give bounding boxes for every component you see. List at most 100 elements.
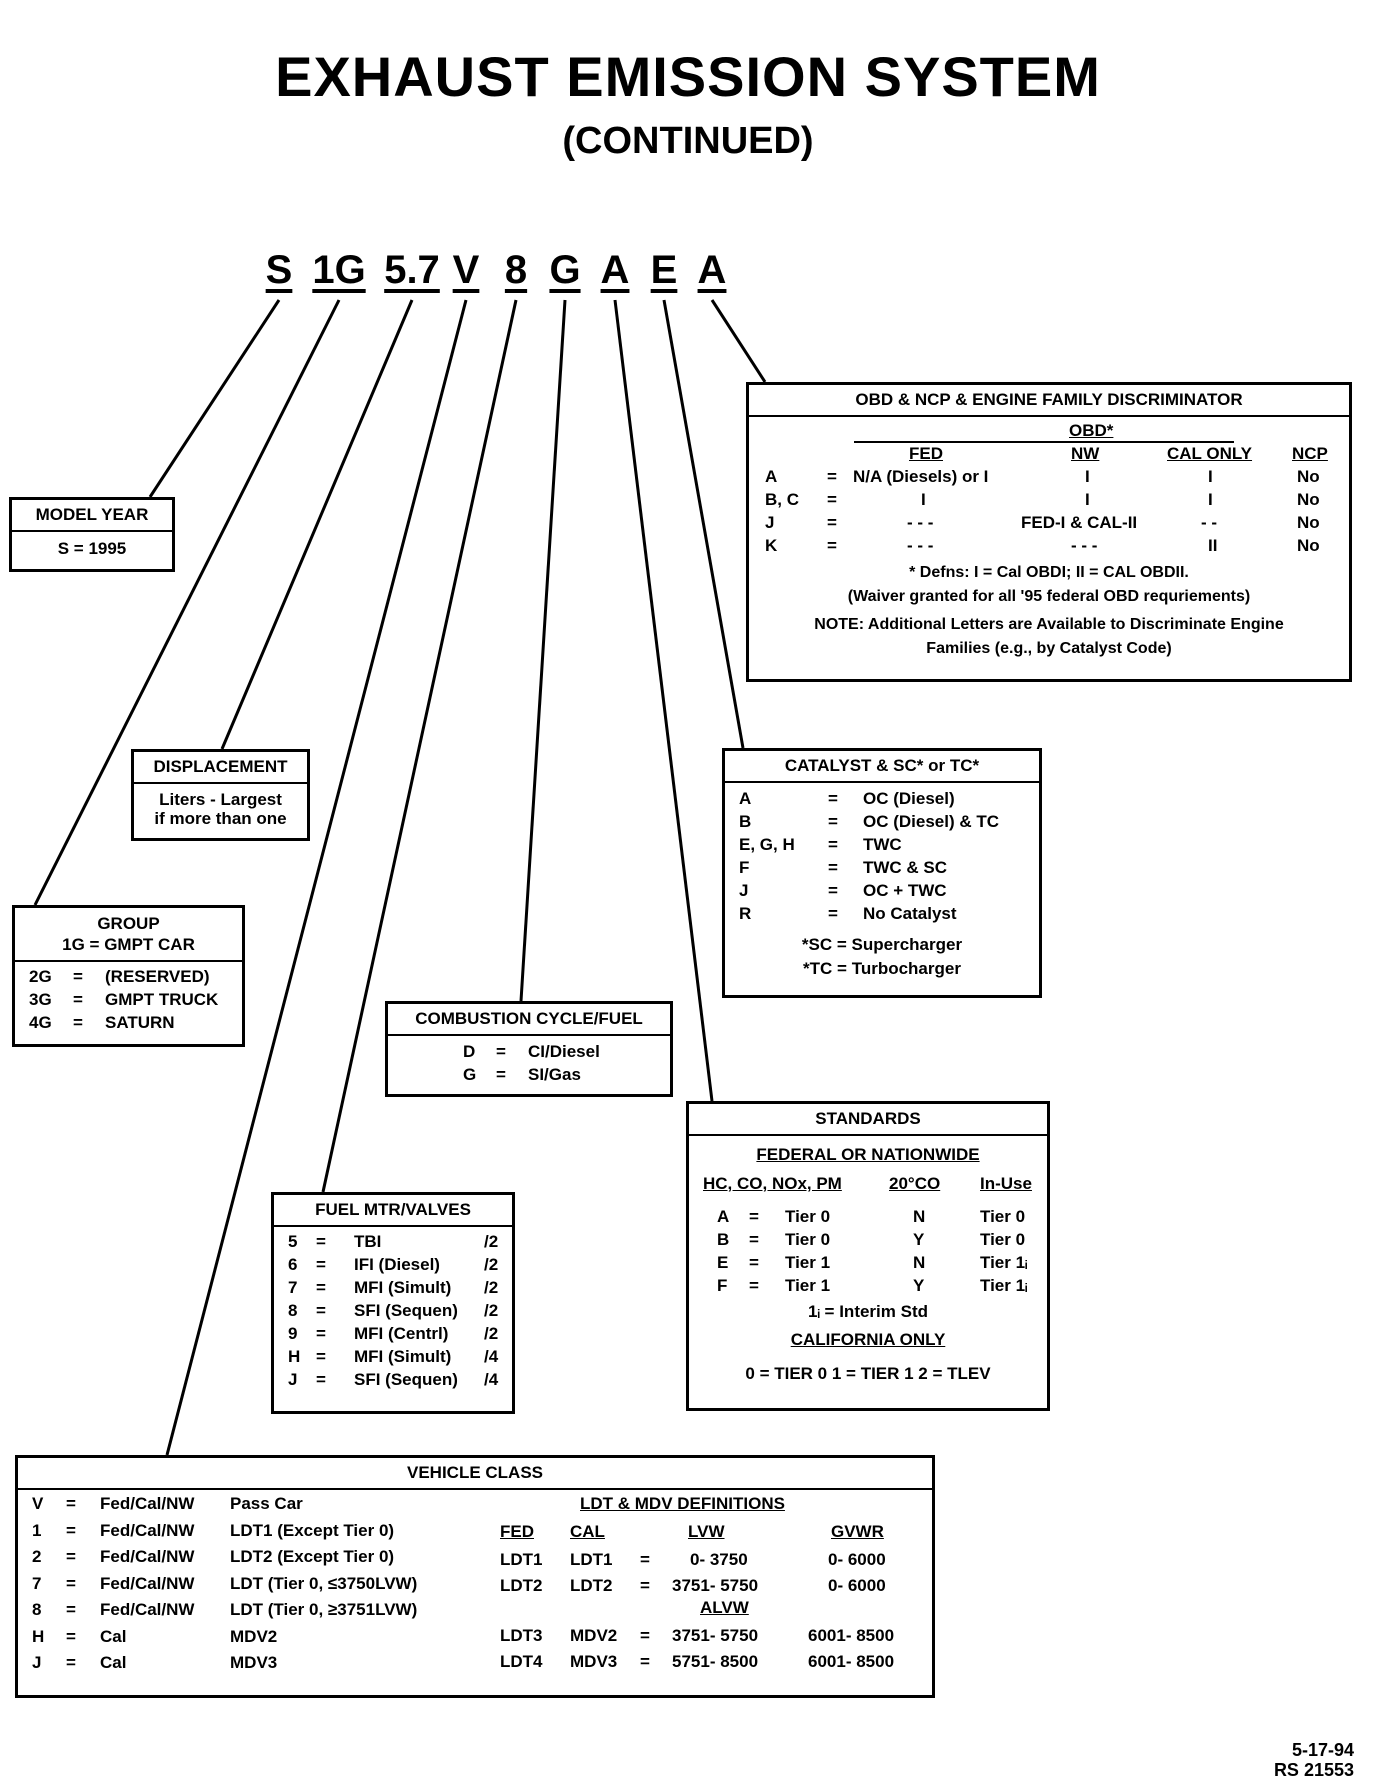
code-sequence: S 1G 5.7 V 8 G A E A <box>0 248 1376 308</box>
obd-notes: * Defns: I = Cal OBDI; II = CAL OBDII. (… <box>749 561 1349 661</box>
combustion-row: D=CI/Diesel <box>463 1042 600 1061</box>
catalyst-header: CATALYST & SC* or TC* <box>725 751 1039 783</box>
code-char: V <box>452 248 480 292</box>
fuel-box: FUEL MTR/VALVES 5=TBI/2 6=IFI (Diesel)/2… <box>271 1192 515 1414</box>
standards-cal-row: 0 = TIER 0 1 = TIER 1 2 = TLEV <box>745 1364 991 1383</box>
standards-interim: 1ᵢ = Interim Std <box>807 1302 928 1321</box>
standards-box: STANDARDS FEDERAL OR NATIONWIDE HC, CO, … <box>686 1101 1050 1411</box>
ldt-mdv-definitions: LDT & MDV DEFINITIONS FED CAL LVW GVWR L… <box>478 1494 928 1678</box>
definitions-alvw-row: ALVW <box>700 1598 749 1617</box>
catalyst-notes: *SC = Supercharger *TC = Turbocharger <box>725 933 1039 981</box>
catalyst-row: J=OC + TWC <box>739 881 947 900</box>
code-char: G <box>549 248 581 292</box>
obd-group-row: OBD* <box>1069 421 1114 440</box>
footer-ref: RS 21553 <box>1273 1760 1354 1780</box>
code-char: 5.7 <box>384 248 440 292</box>
catalyst-row: B=OC (Diesel) & TC <box>739 812 1000 831</box>
leader-line <box>148 299 281 498</box>
definitions-title-row: LDT & MDV DEFINITIONS <box>580 1494 785 1513</box>
catalyst-row: R=No Catalyst <box>739 904 957 923</box>
group-header-line: GROUP <box>97 914 160 933</box>
catalyst-row: A=OC (Diesel) <box>739 789 955 808</box>
obd-waiver: (Waiver granted for all '95 federal OBD … <box>847 588 1251 605</box>
leader-line <box>220 299 414 750</box>
leader-line <box>662 299 745 749</box>
fuel-row: 5=TBI/2 <box>288 1232 499 1251</box>
code-char: 1G <box>312 248 366 292</box>
catalyst-tc-note: *TC = Turbocharger <box>803 959 961 978</box>
group-row: 3G=GMPT TRUCK <box>29 990 219 1009</box>
group-row: 4G=SATURN <box>29 1013 175 1032</box>
group-header: GROUP 1G = GMPT CAR <box>15 908 242 962</box>
definitions-column-headers: FED CAL LVW GVWR <box>500 1522 884 1541</box>
code-char: 8 <box>504 248 528 292</box>
page-subtitle: (CONTINUED) <box>562 120 814 162</box>
catalyst-row: F=TWC & SC <box>739 858 948 877</box>
leader-line <box>613 299 714 1102</box>
fuel-row: 6=IFI (Diesel)/2 <box>288 1255 499 1274</box>
standards-cal-title: CALIFORNIA ONLY <box>790 1330 946 1349</box>
model-year-box: MODEL YEAR S = 1995 <box>9 497 175 572</box>
obd-column-headers: FED NW CAL ONLY NCP <box>909 444 1328 463</box>
displacement-line: Liters - Largest <box>159 790 282 809</box>
displacement-header: DISPLACEMENT <box>134 752 307 784</box>
displacement-line: if more than one <box>154 809 287 828</box>
code-char: S <box>265 248 293 292</box>
fuel-row: J=SFI (Sequen)/4 <box>288 1370 499 1389</box>
combustion-row: G=SI/Gas <box>463 1065 581 1084</box>
combustion-header: COMBUSTION CYCLE/FUEL <box>388 1004 670 1036</box>
obd-header: OBD & NCP & ENGINE FAMILY DISCRIMINATOR <box>749 385 1349 417</box>
displacement-box: DISPLACEMENT Liters - Largest if more th… <box>131 749 310 841</box>
model-year-header: MODEL YEAR <box>12 500 172 532</box>
obd-box: OBD & NCP & ENGINE FAMILY DISCRIMINATOR … <box>746 382 1352 682</box>
catalyst-row: E, G, H=TWC <box>739 835 902 854</box>
group-header-line: 1G = GMPT CAR <box>62 935 195 954</box>
obd-note: NOTE: Additional Letters are Available t… <box>814 616 1284 633</box>
catalyst-box: CATALYST & SC* or TC* A=OC (Diesel) B=OC… <box>722 748 1042 998</box>
page-title: EXHAUST EMISSION SYSTEM <box>275 45 1101 108</box>
group-row: 2G=(RESERVED) <box>29 967 210 986</box>
obd-row: J=- - -FED-I & CAL-II- -No <box>765 513 1320 532</box>
combustion-box: COMBUSTION CYCLE/FUEL D=CI/Diesel G=SI/G… <box>385 1001 673 1097</box>
code-char: A <box>600 248 630 292</box>
group-box: GROUP 1G = GMPT CAR 2G=(RESERVED) 3G=GMP… <box>12 905 245 1047</box>
fuel-row: 7=MFI (Simult)/2 <box>288 1278 499 1297</box>
displacement-desc: Liters - Largest if more than one <box>134 784 307 828</box>
code-char: E <box>650 248 678 292</box>
fuel-row: 8=SFI (Sequen)/2 <box>288 1301 499 1320</box>
footer-date: 5-17-94 <box>1291 1740 1354 1760</box>
standards-fed-title: FEDERAL OR NATIONWIDE <box>756 1145 980 1164</box>
standards-header: STANDARDS <box>689 1104 1047 1136</box>
model-year-row: S = 1995 <box>57 539 127 558</box>
leader-line <box>519 299 567 1002</box>
fuel-row: H=MFI (Simult)/4 <box>288 1347 499 1366</box>
code-char: A <box>697 248 727 292</box>
leader-line <box>710 299 767 383</box>
fuel-header: FUEL MTR/VALVES <box>274 1195 512 1227</box>
vehicle-class-header: VEHICLE CLASS <box>18 1458 932 1490</box>
fuel-row: 9=MFI (Centrl)/2 <box>288 1324 499 1343</box>
obd-defns: * Defns: I = Cal OBDI; II = CAL OBDII. <box>909 564 1189 581</box>
obd-note: Families (e.g., by Catalyst Code) <box>926 640 1172 657</box>
catalyst-sc-note: *SC = Supercharger <box>801 935 963 954</box>
standards-column-headers: HC, CO, NOx, PM 20°CO In-Use <box>703 1174 1032 1193</box>
